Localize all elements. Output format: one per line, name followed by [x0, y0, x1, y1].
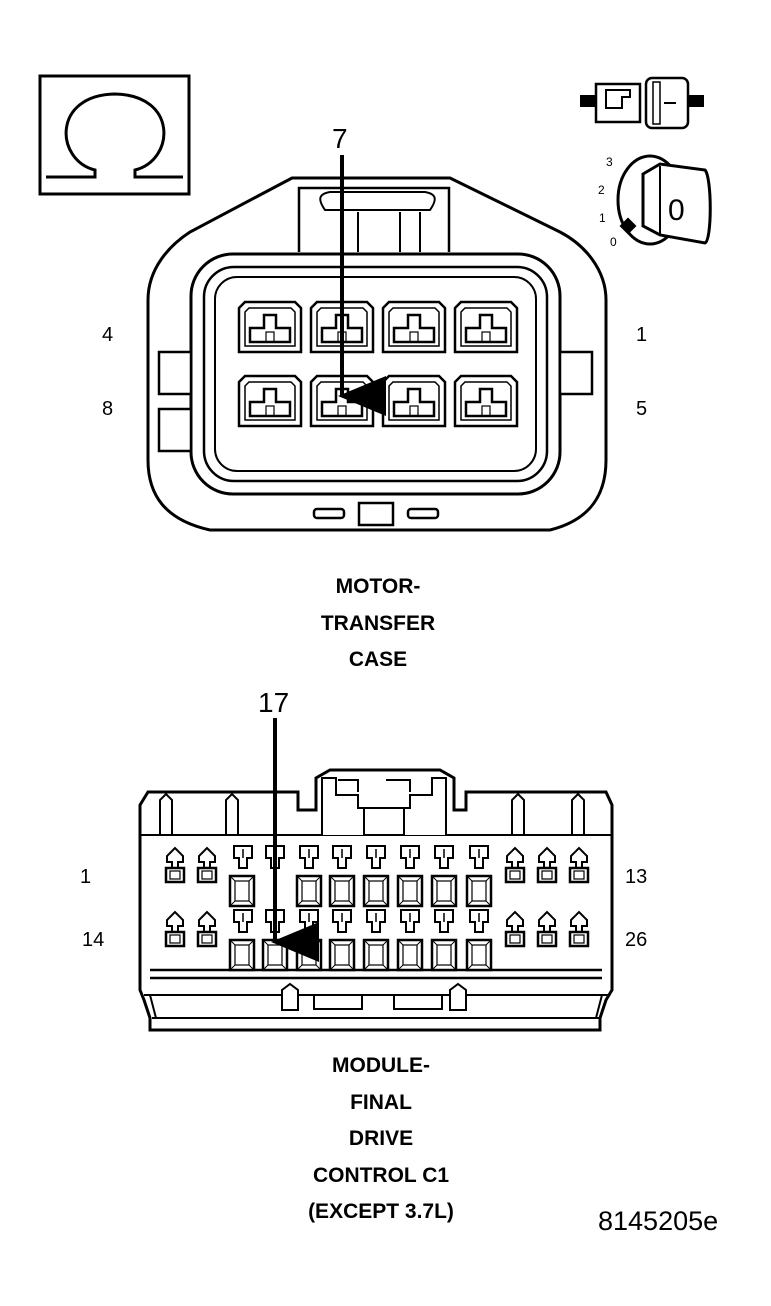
ignition-position-1: 1 — [599, 211, 606, 225]
ignition-position-3: 3 — [606, 155, 613, 169]
final-drive-control-c1-connector — [138, 718, 614, 1032]
caption-line-2: TRANSFER — [321, 612, 435, 635]
caption-line-5: (EXCEPT 3.7L) — [308, 1200, 454, 1223]
caption-line-3: CASE — [349, 648, 407, 671]
pin-label-1: 1 — [636, 324, 647, 346]
pin-label-8: 8 — [102, 398, 113, 420]
pin-label-26: 26 — [625, 929, 647, 951]
caption-line-1: MODULE- — [332, 1054, 430, 1077]
disconnect-connector-icon — [580, 76, 704, 130]
motor-transfer-case-connector — [146, 155, 608, 532]
callout-pin-17: 17 — [258, 687, 289, 718]
caption-line-2: FINAL — [350, 1091, 412, 1114]
figure-id: 8145205e — [598, 1206, 718, 1236]
ignition-key-off-icon: 3 2 1 0 0 — [598, 154, 712, 249]
ignition-position-0: 0 — [610, 235, 617, 249]
pin-label-1-c1: 1 — [80, 866, 91, 888]
ohm-meter-icon — [38, 74, 191, 196]
caption-line-3: DRIVE — [349, 1127, 413, 1150]
caption-line-4: CONTROL C1 — [313, 1164, 449, 1187]
caption-line-1: MOTOR- — [336, 575, 421, 598]
pin-label-4: 4 — [102, 324, 113, 346]
ignition-position-2: 2 — [598, 183, 605, 197]
pin-label-5: 5 — [636, 398, 647, 420]
ignition-key-label: 0 — [668, 194, 685, 227]
pin-label-13: 13 — [625, 866, 647, 888]
callout-pin-7: 7 — [332, 123, 348, 154]
pin-label-14: 14 — [82, 929, 104, 951]
